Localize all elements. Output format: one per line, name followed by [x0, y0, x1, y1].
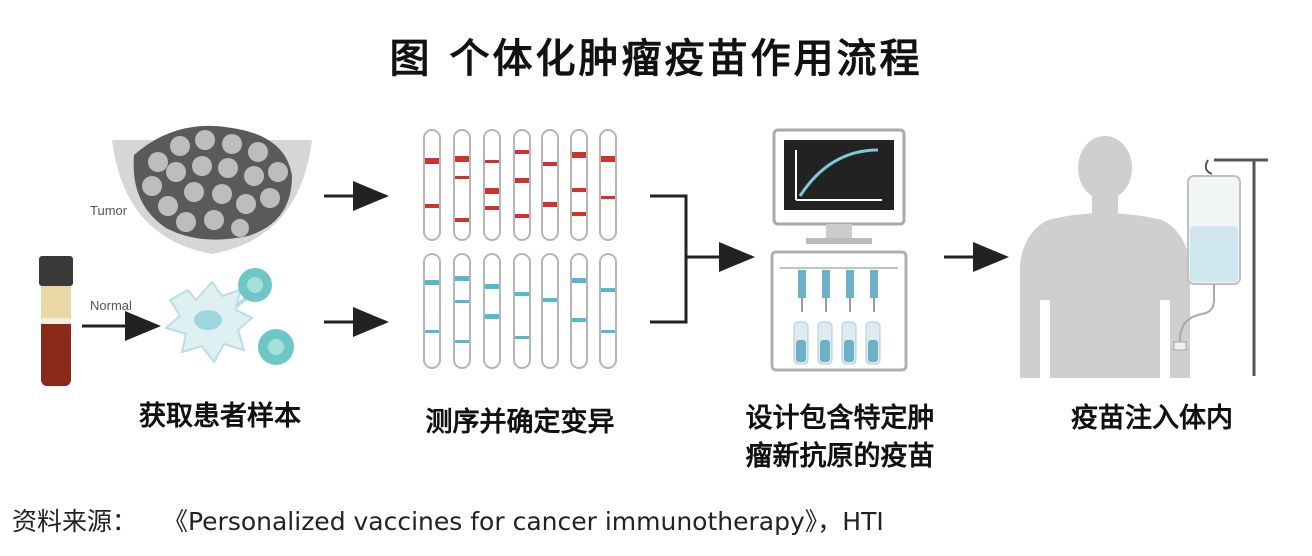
step-label-design-line2: 瘤新抗原的疫苗 — [745, 441, 935, 472]
tumor-label: Tumor — [90, 203, 128, 218]
tumor-chromosome-bands — [425, 150, 615, 222]
page-title: 图 个体化肿瘤疫苗作用流程 — [389, 35, 923, 82]
step-label-design: 设计包含特定肿 瘤新抗原的疫苗 — [700, 400, 980, 476]
chromosome-icon — [423, 129, 617, 241]
computer-monitor-icon — [772, 128, 906, 244]
step-label-injection: 疫苗注入体内 — [1071, 403, 1233, 434]
step-label-design-line1: 设计包含特定肿 — [745, 403, 935, 434]
step-label-sequencing: 测序并确定变异 — [425, 407, 615, 438]
tumor-tissue-icon — [112, 125, 312, 254]
step-label-sampling: 获取患者样本 — [139, 401, 301, 432]
vaccine-vials-icon — [770, 250, 908, 372]
source-citation: 《Personalized vaccines for cancer immuno… — [162, 507, 884, 536]
source-prefix: 资料来源： — [12, 507, 138, 536]
immune-cell-icon — [163, 268, 294, 365]
human-silhouette-icon — [1020, 136, 1190, 378]
iv-bag-icon — [1173, 158, 1268, 376]
normal-chromosome-bands — [425, 276, 615, 343]
source-note: 资料来源： 《Personalized vaccines for cancer … — [12, 502, 884, 538]
chromosome-icon-normal — [423, 253, 617, 369]
blood-tube-icon — [39, 256, 73, 386]
normal-label: Normal — [90, 298, 132, 313]
merge-arrow — [650, 194, 755, 324]
